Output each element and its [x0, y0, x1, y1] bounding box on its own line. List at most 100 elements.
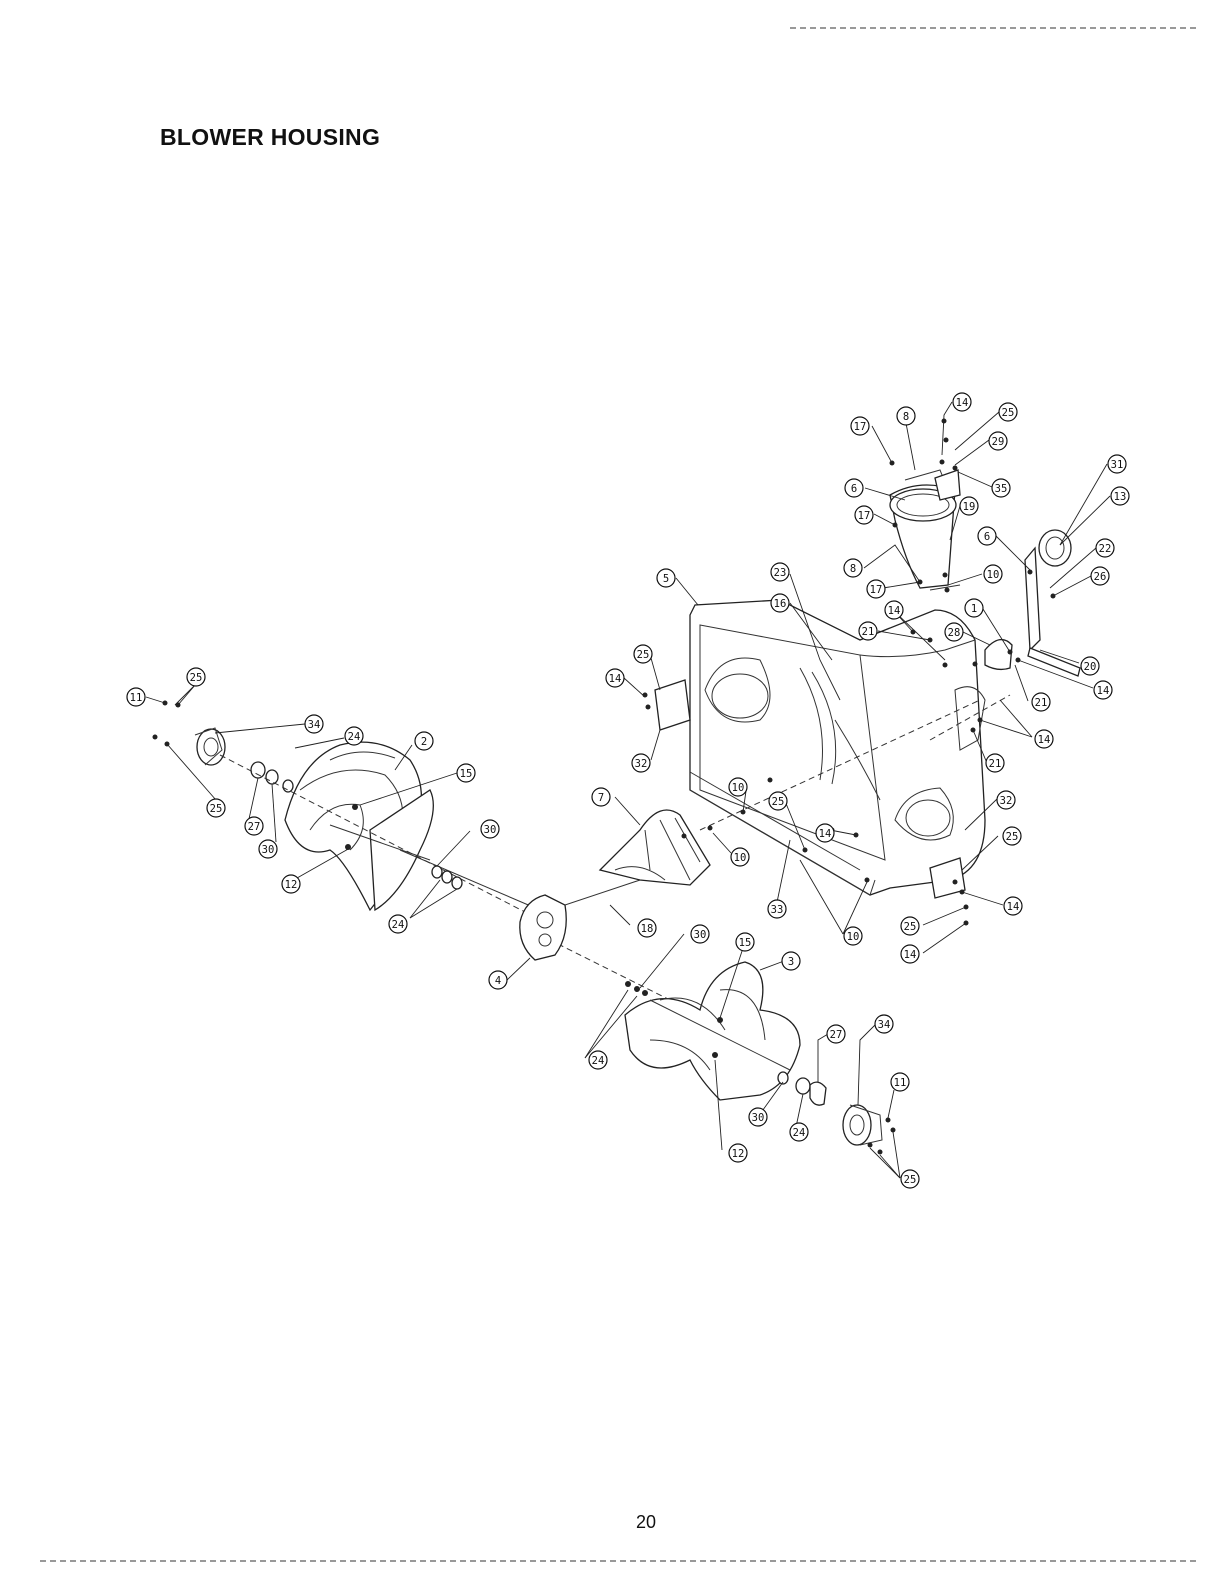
svg-text:1: 1	[971, 603, 977, 615]
svg-text:24: 24	[392, 919, 405, 931]
callout-10: 10	[843, 926, 863, 946]
svg-text:25: 25	[190, 672, 203, 684]
svg-text:8: 8	[850, 563, 856, 575]
callout-2: 2	[414, 731, 434, 751]
svg-text:32: 32	[635, 758, 648, 770]
callout-14: 14	[1003, 896, 1023, 916]
svg-text:25: 25	[772, 796, 785, 808]
right-auger-part	[624, 961, 801, 1101]
svg-text:25: 25	[1002, 407, 1015, 419]
callout-14: 14	[952, 392, 972, 412]
svg-text:25: 25	[904, 921, 917, 933]
callout-6: 6	[977, 526, 997, 546]
callout-8: 8	[843, 558, 863, 578]
svg-text:24: 24	[793, 1127, 806, 1139]
side-plate-part	[654, 679, 966, 899]
page-number: 20	[636, 1512, 657, 1532]
callout-28: 28	[944, 622, 964, 642]
svg-text:30: 30	[752, 1112, 765, 1124]
callout-17: 17	[854, 505, 874, 525]
svg-text:21: 21	[1035, 697, 1048, 709]
callout-24: 24	[388, 914, 408, 934]
svg-text:12: 12	[732, 1148, 745, 1160]
svg-text:23: 23	[774, 567, 787, 579]
svg-text:20: 20	[1084, 661, 1097, 673]
callout-32: 32	[631, 753, 651, 773]
svg-text:11: 11	[894, 1077, 907, 1089]
svg-text:29: 29	[992, 436, 1005, 448]
svg-text:10: 10	[847, 931, 860, 943]
svg-text:34: 34	[308, 719, 321, 731]
callout-15: 15	[456, 763, 476, 783]
svg-text:6: 6	[984, 531, 990, 543]
svg-text:3: 3	[788, 956, 794, 968]
svg-text:33: 33	[771, 904, 784, 916]
svg-text:24: 24	[592, 1055, 605, 1067]
svg-text:2: 2	[421, 736, 427, 748]
callout-23: 23	[770, 562, 790, 582]
callout-35: 35	[991, 478, 1011, 498]
callout-33: 33	[767, 899, 787, 919]
svg-text:30: 30	[484, 824, 497, 836]
svg-text:6: 6	[851, 483, 857, 495]
callout-24: 24	[789, 1122, 809, 1142]
callout-20: 20	[1080, 656, 1100, 676]
svg-text:34: 34	[878, 1019, 891, 1031]
callout-25: 25	[206, 798, 226, 818]
callout-10: 10	[730, 847, 750, 867]
svg-text:14: 14	[888, 605, 901, 617]
callout-12: 12	[728, 1143, 748, 1163]
callout-19: 19	[959, 496, 979, 516]
callout-18: 18	[637, 918, 657, 938]
svg-text:35: 35	[995, 483, 1008, 495]
callout-10: 10	[983, 564, 1003, 584]
chute-assembly-part	[889, 469, 961, 591]
svg-text:19: 19	[963, 501, 976, 513]
blower-housing-part	[689, 599, 1011, 896]
callout-17: 17	[850, 416, 870, 436]
callout-29: 29	[988, 431, 1008, 451]
callout-10: 10	[728, 777, 748, 797]
svg-text:15: 15	[460, 768, 473, 780]
callout-5: 5	[656, 568, 676, 588]
svg-text:10: 10	[987, 569, 1000, 581]
callout-14: 14	[815, 823, 835, 843]
svg-text:5: 5	[663, 573, 669, 585]
svg-text:32: 32	[1000, 795, 1013, 807]
callout-34: 34	[874, 1014, 894, 1034]
callout-30: 30	[480, 819, 500, 839]
svg-text:14: 14	[1038, 734, 1051, 746]
callout-21: 21	[1031, 692, 1051, 712]
leader-lines	[145, 401, 1111, 1179]
svg-text:30: 30	[694, 929, 707, 941]
svg-text:25: 25	[637, 649, 650, 661]
callout-16: 16	[770, 593, 790, 613]
svg-text:25: 25	[904, 1174, 917, 1186]
callout-17: 17	[866, 579, 886, 599]
callout-34: 34	[304, 714, 324, 734]
callout-24: 24	[588, 1050, 608, 1070]
svg-text:11: 11	[130, 692, 143, 704]
svg-text:13: 13	[1114, 491, 1127, 503]
callout-8: 8	[896, 406, 916, 426]
svg-text:7: 7	[598, 792, 604, 804]
callout-30: 30	[748, 1107, 768, 1127]
callout-27: 27	[826, 1024, 846, 1044]
svg-text:22: 22	[1099, 543, 1112, 555]
svg-text:28: 28	[948, 627, 961, 639]
callout-25: 25	[186, 667, 206, 687]
svg-text:14: 14	[819, 828, 832, 840]
callout-14: 14	[884, 600, 904, 620]
callout-26: 26	[1090, 566, 1110, 586]
callout-31: 31	[1107, 454, 1127, 474]
svg-text:14: 14	[956, 397, 969, 409]
gearbox-part	[519, 894, 567, 961]
callout-21: 21	[858, 621, 878, 641]
callout-14: 14	[605, 668, 625, 688]
svg-text:14: 14	[609, 673, 622, 685]
right-bearing-part	[777, 1071, 883, 1146]
callout-14: 14	[1093, 680, 1113, 700]
svg-text:8: 8	[903, 411, 909, 423]
svg-text:17: 17	[854, 421, 867, 433]
callout-21: 21	[985, 753, 1005, 773]
